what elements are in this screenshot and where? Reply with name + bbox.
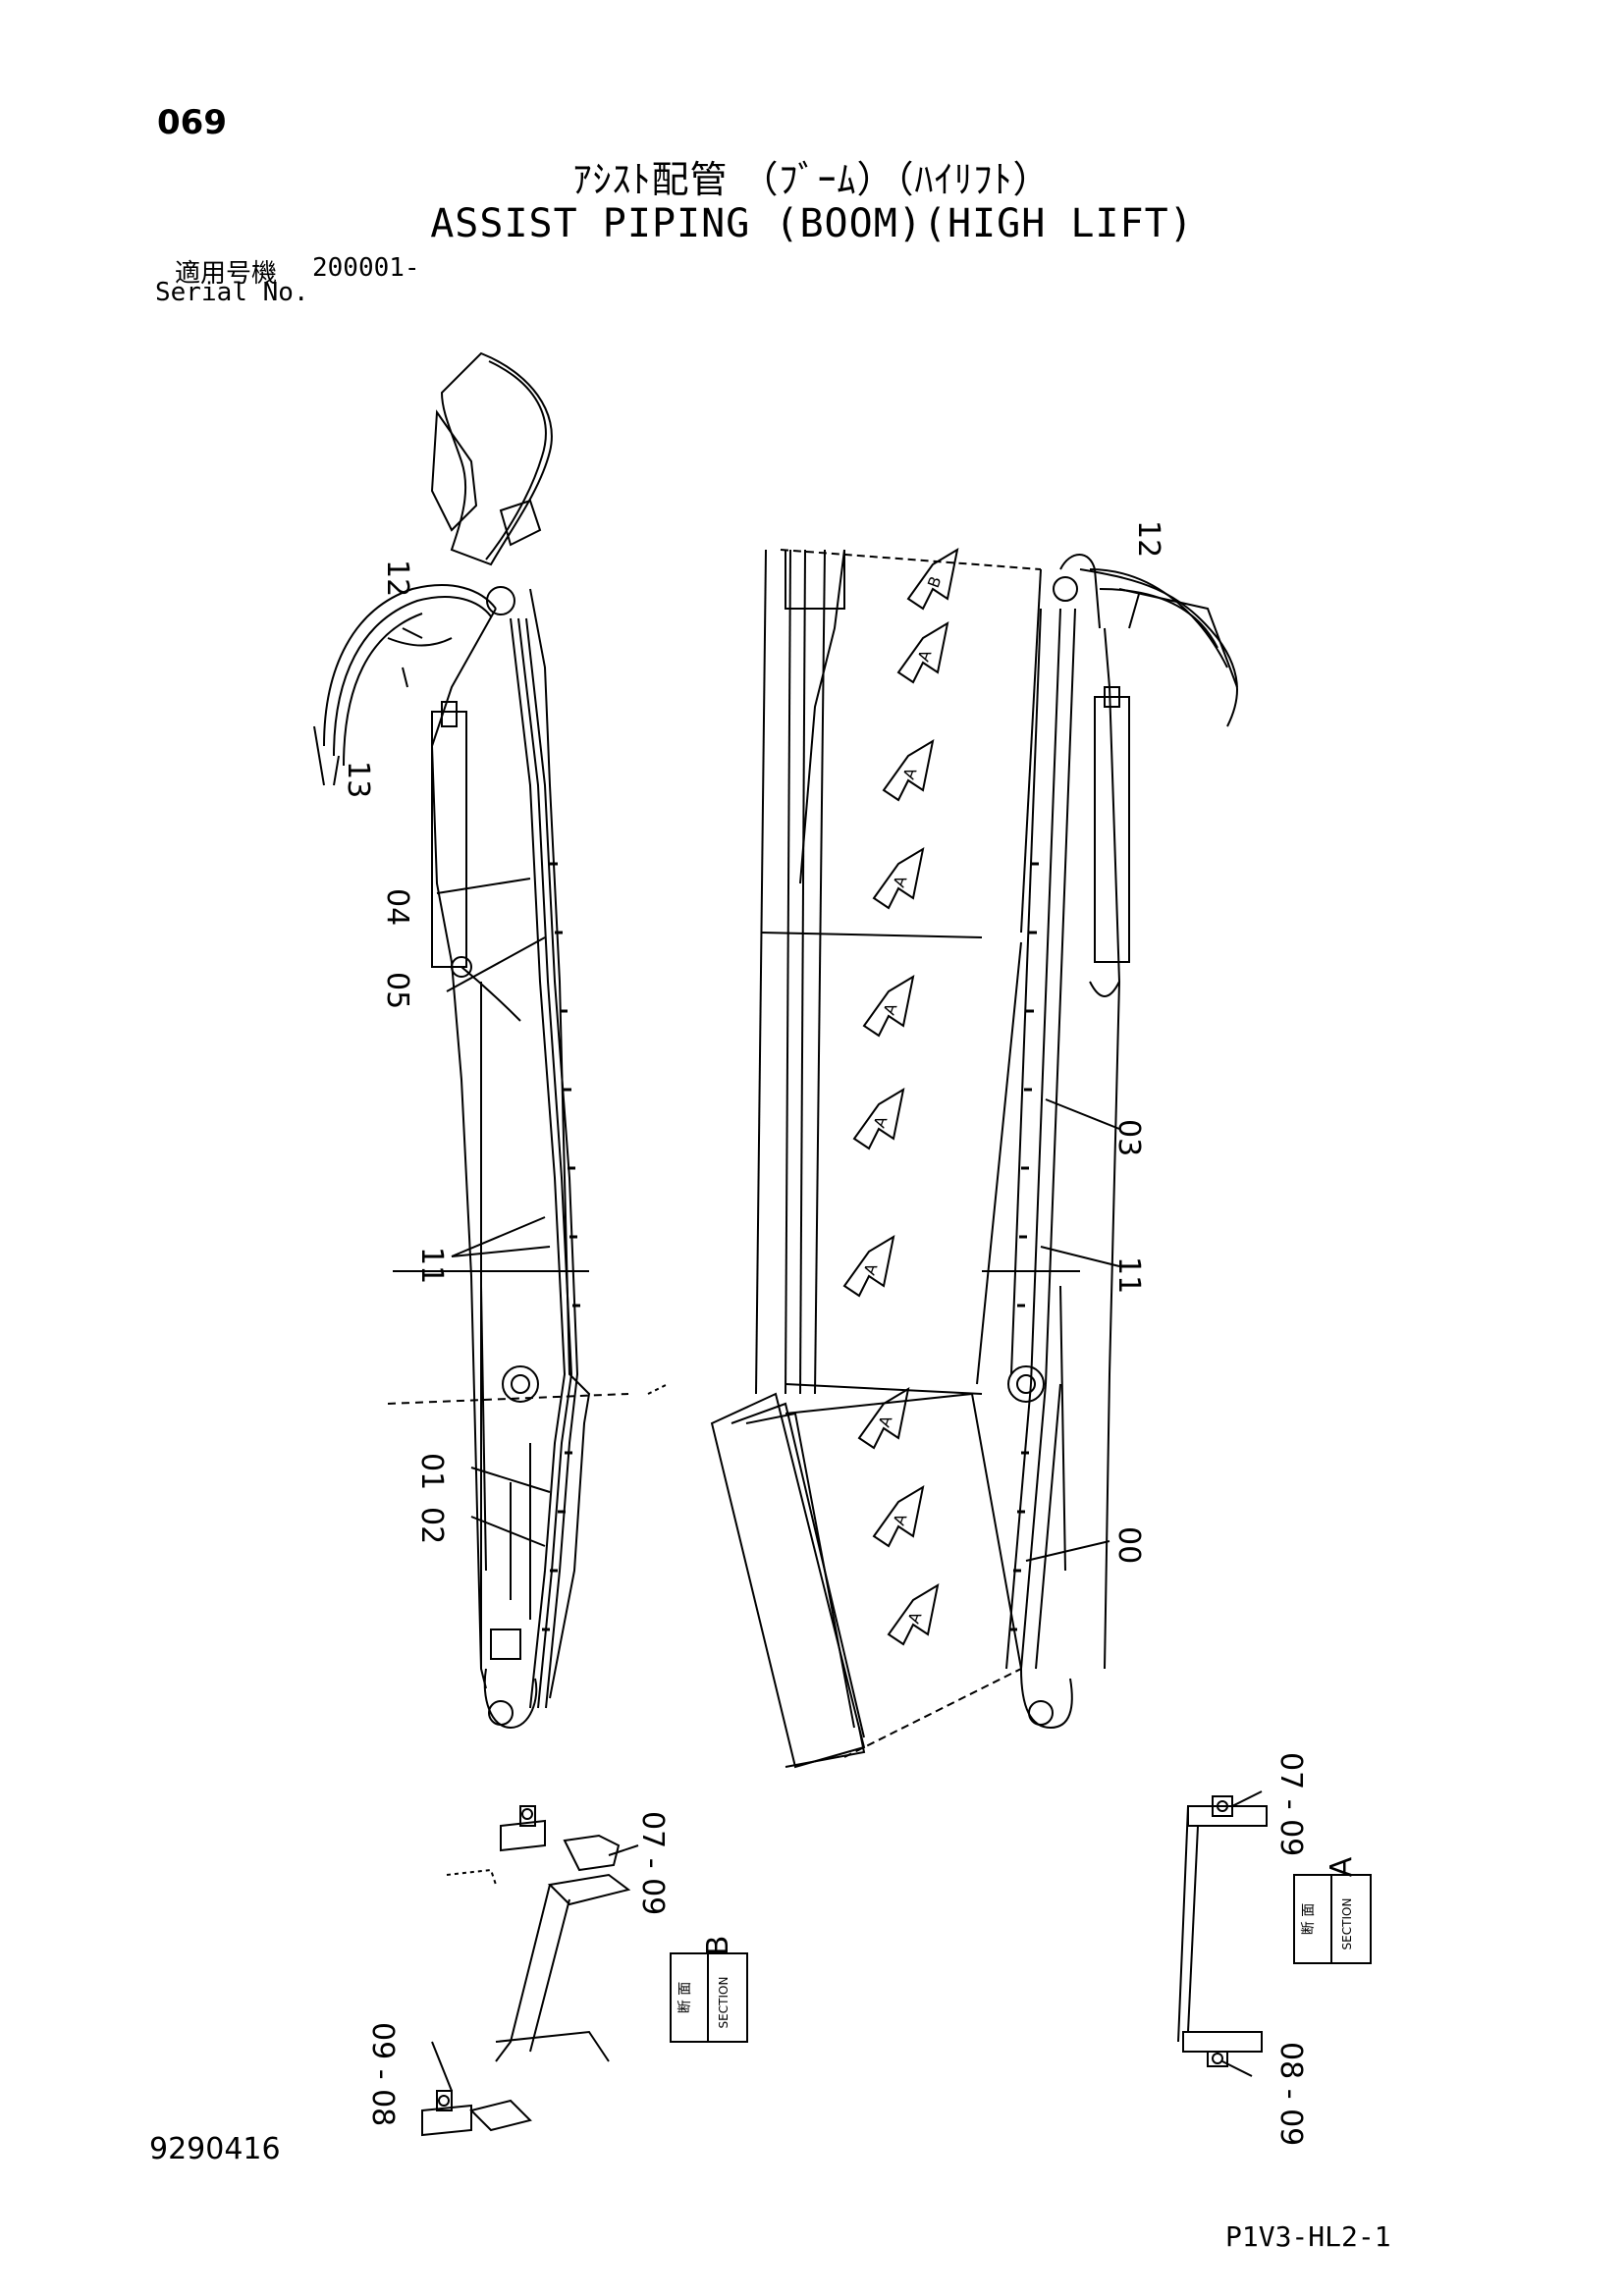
page-title-english: ASSIST PIPING (BOOM)(HIGH LIFT): [430, 201, 1194, 246]
callout-left-12: 12: [380, 560, 414, 597]
marker-a: A: [890, 874, 911, 890]
marker-a: A: [870, 1114, 892, 1131]
serial-value: 200001-: [312, 253, 420, 283]
center-plan-view: [647, 547, 1042, 1769]
section-b-en: SECTION: [717, 1977, 731, 2029]
marker-a: A: [880, 1001, 901, 1018]
callout-left-11: 11: [414, 1247, 449, 1284]
right-boom-view: [982, 554, 1238, 1730]
marker-b: B: [924, 574, 946, 591]
marker-a: A: [899, 766, 921, 782]
section-a-jp: 断 面: [1301, 1903, 1317, 1935]
section-a-en: SECTION: [1340, 1898, 1354, 1950]
section-a-detail: [1177, 1790, 1268, 2077]
section-b-detail: [421, 1805, 639, 2137]
marker-a: A: [860, 1261, 882, 1278]
callout-b-07-09: 07 - 09: [635, 1811, 670, 1915]
serial-label-english: Serial No.: [155, 278, 309, 307]
callout-left-02: 02: [414, 1507, 449, 1544]
section-b-jp: 断 面: [677, 1982, 693, 2013]
callout-left-13: 13: [341, 761, 375, 798]
page-title-japanese: ｱｼｽﾄ配管 （ﾌﾞｰﾑ）（ﾊｲﾘﾌﾄ）: [572, 158, 1052, 201]
marker-a: A: [875, 1414, 896, 1430]
section-arrow-markers: [842, 547, 959, 1646]
section-a-letter: A: [1325, 1856, 1359, 1877]
marker-a: A: [904, 1610, 926, 1627]
callout-a-08-09: 08 - 09: [1273, 2042, 1308, 2146]
callout-right-00: 00: [1111, 1526, 1146, 1564]
serial-label-japanese: 適用号機: [175, 259, 278, 289]
section-b-letter: B: [701, 1936, 735, 1956]
drawing-id: 9290416: [149, 2132, 281, 2166]
callout-b-09-08: 09 - 08: [365, 2022, 400, 2126]
callout-left-04: 04: [380, 888, 414, 926]
callout-a-07-09: 07 - 09: [1273, 1752, 1308, 1856]
marker-a: A: [914, 648, 936, 665]
left-boom-view: [313, 351, 629, 1730]
callout-left-05: 05: [380, 972, 414, 1009]
callout-right-03: 03: [1111, 1119, 1146, 1156]
callout-right-12: 12: [1131, 520, 1165, 558]
page-code: P1V3-HL2-1: [1225, 2220, 1391, 2253]
callout-left-01: 01: [414, 1453, 449, 1490]
marker-a: A: [890, 1512, 911, 1528]
section-b-label: 断 面 SECTION B: [670, 1936, 748, 2043]
section-a-label: 断 面 SECTION A: [1293, 1856, 1372, 1964]
page-number: 069: [157, 103, 227, 142]
callout-right-11: 11: [1111, 1256, 1146, 1294]
